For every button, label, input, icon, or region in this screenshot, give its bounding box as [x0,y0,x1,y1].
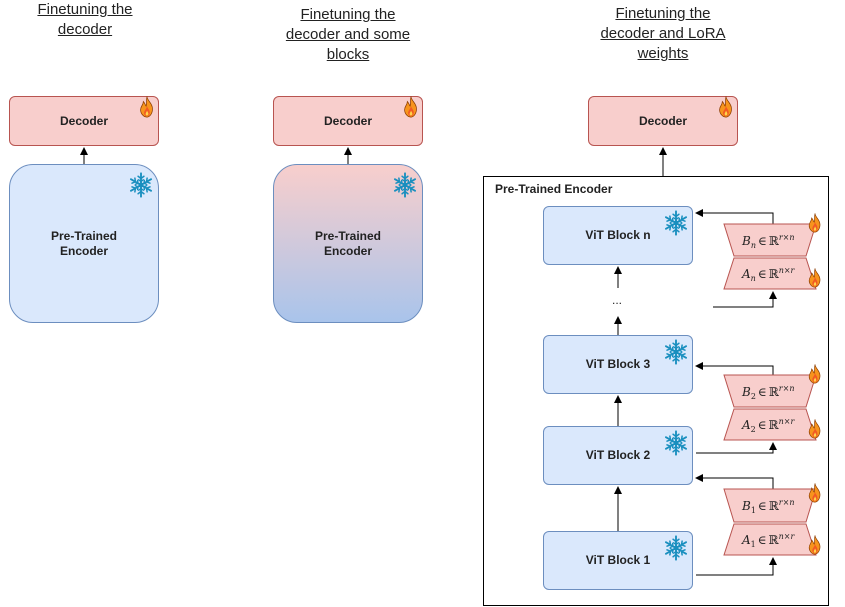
title-col2-line1: Finetuning the [300,6,396,23]
vit-block-3: ViT Block 3 [543,335,693,394]
vit-block-1-label: ViT Block 1 [585,553,651,567]
snowflake-icon [662,338,690,371]
ellipsis: ... [612,293,623,307]
snowflake-icon [391,171,419,204]
title-col3: Finetuning the decoder and LoRA weights [583,4,743,64]
vit-block-2-label: ViT Block 2 [585,448,651,462]
col2-encoder-line2: Encoder [323,243,372,258]
lora-an-trapezoid [723,257,817,290]
lora-an-label: An∈ℝn×r [741,266,796,283]
col1-encoder-label: Pre-Trained Encoder [51,229,117,259]
col1-decoder-label: Decoder [59,113,109,128]
col1-encoder-line1: Pre-Trained [50,228,118,243]
pretrained-encoder-label: Pre-Trained Encoder [495,182,613,196]
title-col3-line2: decoder and LoRA [600,25,726,42]
col2-decoder: Decoder [273,96,423,146]
lora1-input-connector [696,557,777,576]
title-col2-line3: blocks [326,46,370,63]
col2-decoder-label: Decoder [323,113,373,128]
title-col3-line3: weights [637,45,689,62]
lora-b2-label: B2∈ℝr×n [741,384,794,401]
col2-encoder-line1: Pre-Trained [314,228,382,243]
title-col3-line1: Finetuning the [615,5,711,22]
vit-block-3-label: ViT Block 3 [585,357,651,371]
flame-icon [805,418,825,444]
flame-icon [805,267,825,293]
snowflake-icon [127,171,155,204]
col1-encoder-line2: Encoder [59,243,108,258]
snowflake-icon [662,429,690,462]
loran-input-connector [713,291,777,308]
loran-output-connector [695,209,774,224]
col2-encoder: Pre-Trained Encoder [273,164,423,323]
lora-bn-trapezoid [723,223,817,257]
flame-icon [400,95,422,123]
col3-decoder: Decoder [588,96,738,146]
lora-b1-label: B1∈ℝr×n [741,498,794,515]
lora-a2-label: A2∈ℝn×r [741,417,795,434]
title-col2-line2: decoder and some [285,26,411,43]
flame-icon [715,95,737,123]
flame-icon [805,212,825,238]
col3-decoder-label: Decoder [638,113,688,128]
vit-block-n-label: ViT Block n [585,228,651,242]
lora-b1-trapezoid [723,488,817,523]
vit-block-n: ViT Block n [543,206,693,265]
lora1-output-connector [695,474,774,489]
title-col1-line2: decoder [57,21,113,38]
lora-a1-label: A1∈ℝn×r [741,532,795,549]
lora2-output-connector [695,362,774,375]
lora-b2-trapezoid [723,374,817,408]
col1-encoder: Pre-Trained Encoder [9,164,159,323]
flame-icon [805,363,825,389]
pretrained-encoder-frame [483,176,829,606]
title-col2: Finetuning the decoder and some blocks [268,5,428,65]
lora-a2-trapezoid [723,408,817,441]
lora2-input-connector [696,442,777,454]
vit-block-1: ViT Block 1 [543,531,693,590]
vit-block-2: ViT Block 2 [543,426,693,485]
title-col1-line1: Finetuning the [37,1,133,18]
title-col1: Finetuning the decoder [15,0,155,40]
col2-encoder-label: Pre-Trained Encoder [315,229,381,259]
col1-decoder: Decoder [9,96,159,146]
flame-icon [805,482,825,508]
flame-icon [136,95,158,123]
lora-bn-label: Bn∈ℝr×n [741,233,795,250]
snowflake-icon [662,209,690,242]
lora-a1-trapezoid [723,523,817,556]
flame-icon [805,534,825,560]
snowflake-icon [662,534,690,567]
